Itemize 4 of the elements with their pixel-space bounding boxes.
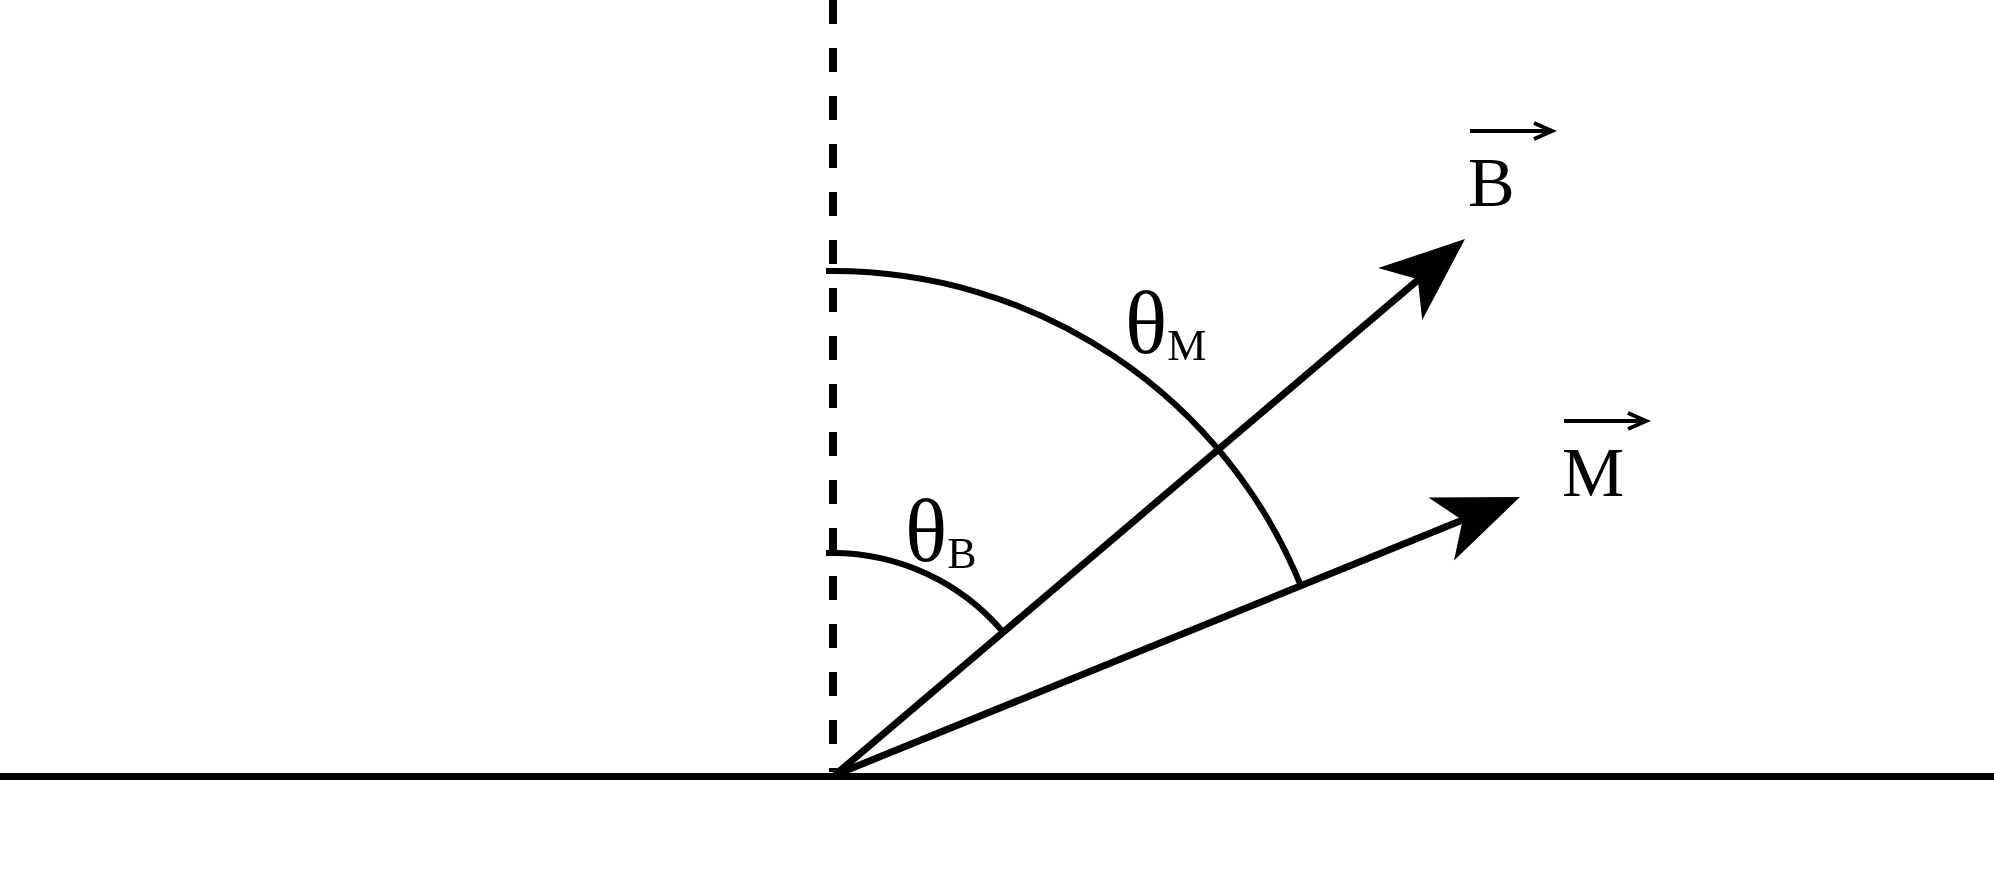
- vector-label: M: [1562, 434, 1625, 511]
- angle-label: θ$_{M}$: [1125, 275, 1207, 372]
- vector-label: B: [1468, 144, 1515, 221]
- angle-label: θ$_{B}$: [905, 483, 977, 580]
